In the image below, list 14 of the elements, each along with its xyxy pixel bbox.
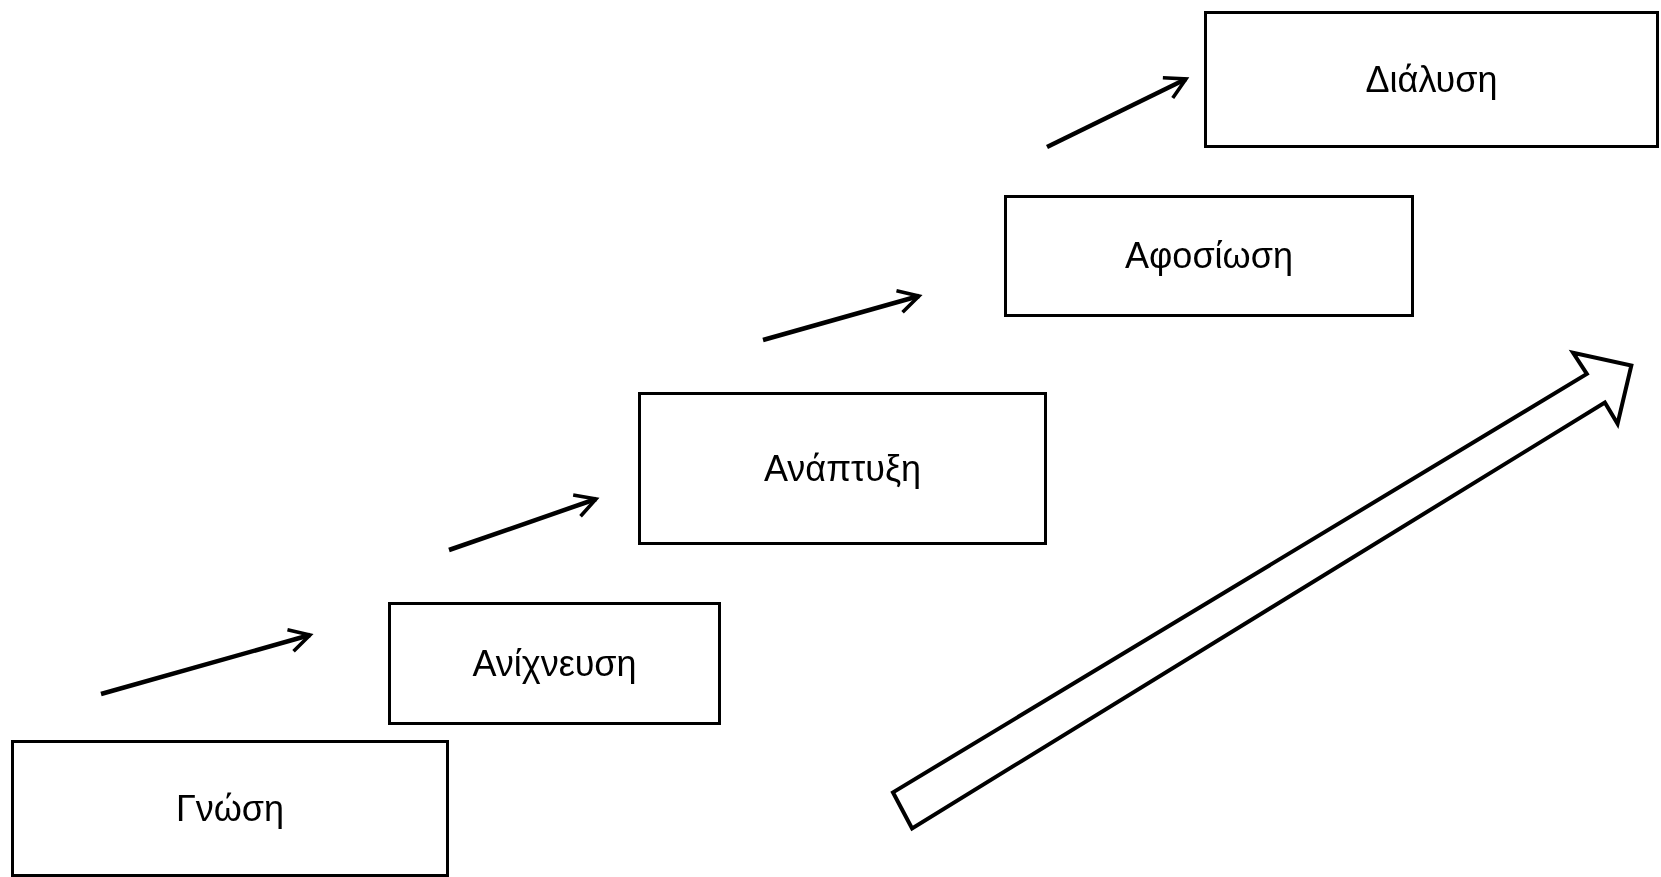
stage-label: Ανίχνευση: [472, 642, 637, 685]
stage-box: [638, 392, 1047, 545]
stage-box: [11, 740, 449, 877]
arrow: [1046, 76, 1188, 149]
stage-box: [1004, 195, 1414, 317]
arrow: [448, 493, 598, 553]
arrow: [762, 288, 921, 343]
stage-label: Αφοσίωση: [1125, 235, 1293, 277]
arrow: [100, 627, 312, 697]
stage-box: [388, 602, 721, 725]
stage-label: Γνώση: [175, 787, 285, 830]
stage-label: Διάλυση: [1365, 58, 1498, 101]
stage-label: Ανάπτυξη: [763, 447, 922, 490]
stage-box: [1204, 11, 1659, 148]
